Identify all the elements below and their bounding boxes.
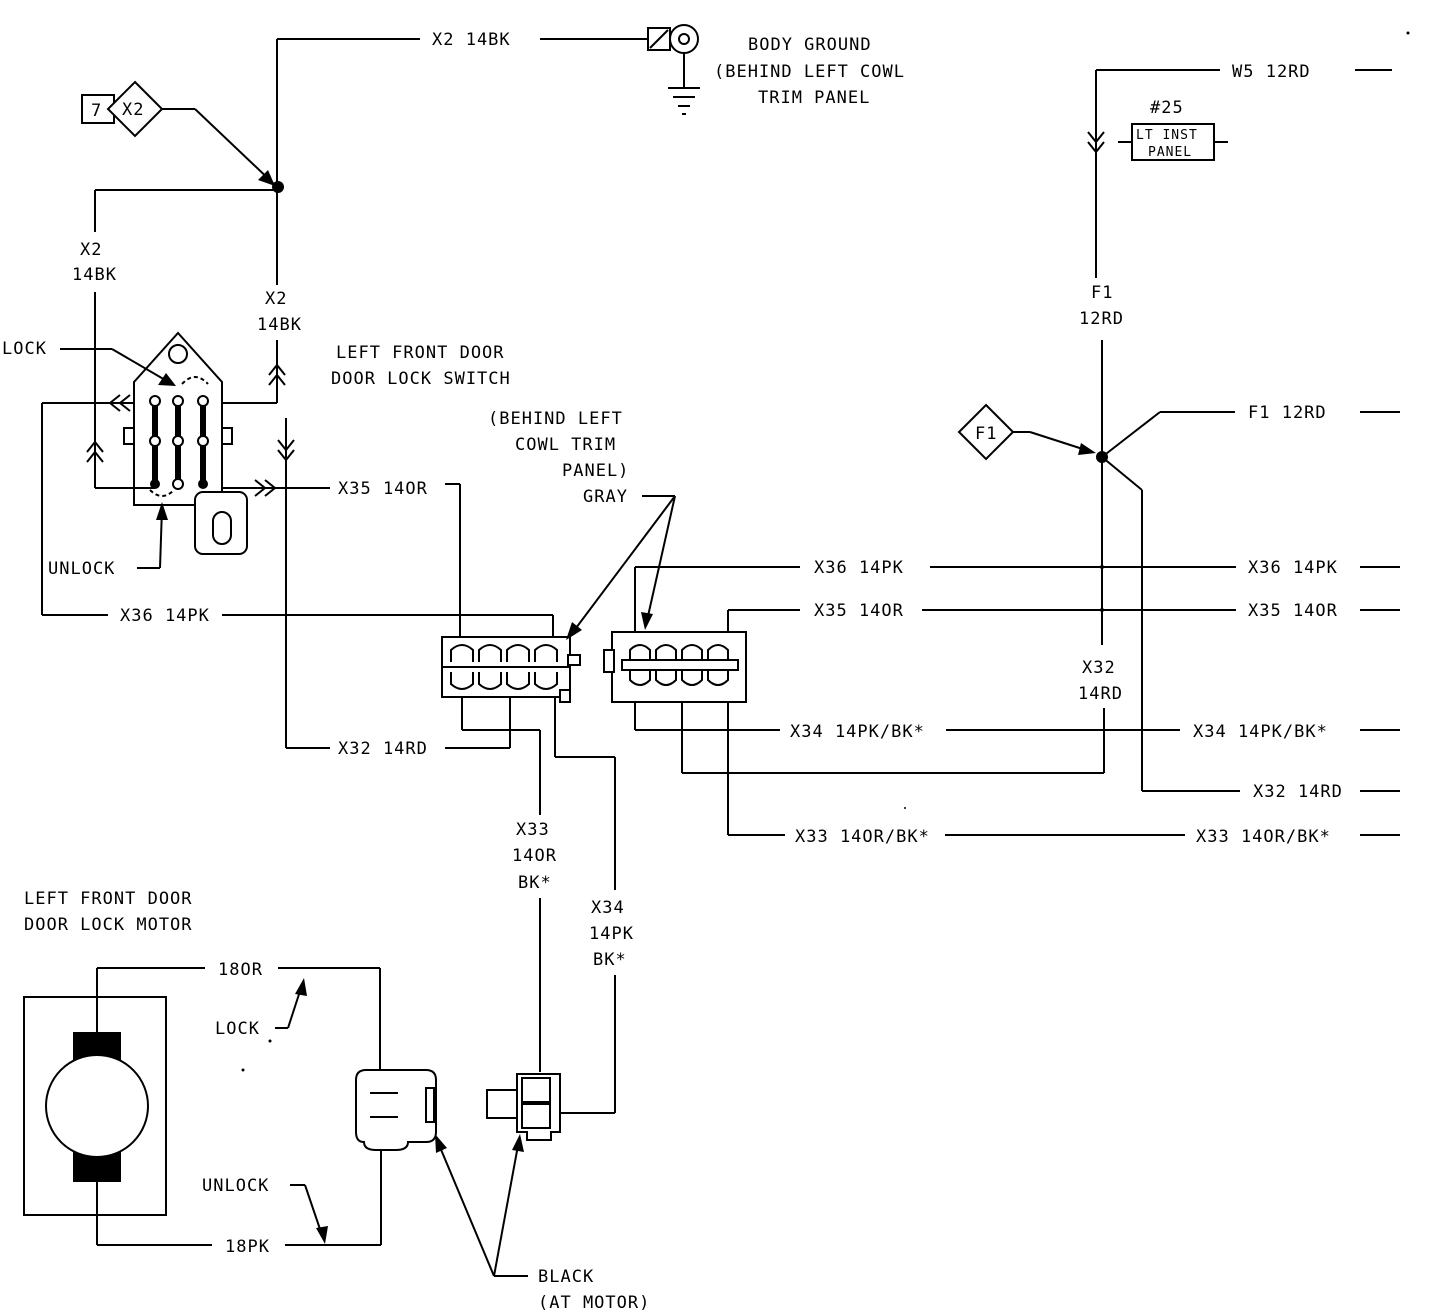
inline-connector-icon (108, 394, 131, 412)
x2-left-label-2: 14BK (72, 265, 117, 285)
connector-note-1: (BEHIND LEFT (488, 409, 623, 429)
x34-mid-label: X34 14PK/BK* (790, 722, 925, 742)
inline-connector-icon (277, 439, 295, 462)
x2-splice-dot (272, 181, 284, 193)
connector-note-2: COWL TRIM (515, 435, 616, 455)
x32-right-label: X32 14RD (1253, 782, 1343, 802)
body-ground: X2 14BK BODY GROUND (BEHIND LEFT COWL TR… (276, 24, 905, 275)
reference-diamond-label: X2 (122, 100, 144, 120)
x34-vert-label-3: BK* (593, 950, 627, 970)
motor-connector-label-2: (AT MOTOR) (538, 1293, 650, 1312)
ground-title-3: TRIM PANEL (758, 88, 870, 108)
motor-connector-2 (486, 1073, 561, 1141)
f1-vert-label-2: 12RD (1079, 309, 1124, 329)
motor-wire-top-label: 18OR (218, 960, 263, 980)
x32-vert-label-1: X32 (1082, 658, 1116, 678)
inline-connector-icon (86, 440, 104, 463)
motor-unlock-label: UNLOCK (202, 1176, 269, 1196)
motor-connector-1 (355, 1069, 437, 1151)
x32-left-label: X32 14RD (338, 739, 428, 759)
x33-mid-label: X33 14OR/BK* (795, 827, 930, 847)
switch-lock-label: LOCK (2, 339, 47, 359)
fuse-25: #25 LT INST PANEL (1118, 98, 1228, 161)
ground-title-2: (BEHIND LEFT COWL (714, 62, 905, 82)
connector-note-4: GRAY (583, 487, 628, 507)
inline-connector-icon (268, 363, 286, 386)
motor-title-1: LEFT FRONT DOOR (24, 889, 193, 909)
gray-connector-male (441, 636, 581, 703)
x32-vert-label-2: 14RD (1078, 684, 1123, 704)
x35-left-label: X35 14OR (338, 479, 428, 499)
w5-label: W5 12RD (1232, 62, 1311, 82)
motor-connector-label-1: BLACK (538, 1267, 594, 1287)
motor-lock-label: LOCK (215, 1019, 260, 1039)
x33-vert-label-3: BK* (518, 873, 552, 893)
switch-unlock-label: UNLOCK (48, 559, 115, 579)
connector-note-3: PANEL) (562, 461, 629, 481)
gray-connector-female (603, 631, 747, 703)
x34-vert-label-2: 14PK (589, 924, 634, 944)
switch-title-2: DOOR LOCK SWITCH (331, 369, 511, 389)
fuse-label-1: LT INST (1136, 128, 1198, 143)
x33-vert-label-1: X33 (516, 820, 550, 840)
door-lock-switch (95, 331, 330, 555)
inline-connector-icon (254, 479, 277, 497)
x35-right-label: X35 14OR (1248, 601, 1338, 621)
ground-title-1: BODY GROUND (748, 35, 872, 55)
x2-mid-label-1: X2 (265, 289, 287, 309)
ground-symbol-icon (668, 87, 700, 115)
fuse-label-2: PANEL (1148, 145, 1192, 160)
x34-right-label: X34 14PK/BK* (1193, 722, 1328, 742)
x36-right-label: X36 14PK (1248, 558, 1338, 578)
door-lock-motor (23, 996, 167, 1216)
motor-icon (45, 1054, 149, 1158)
f1-diamond-label: F1 (975, 424, 997, 444)
f1-right-label: F1 12RD (1248, 403, 1327, 423)
x2-mid-label-2: 14BK (257, 315, 302, 335)
x36-mid-label: X36 14PK (814, 558, 904, 578)
reference-diamond-icon (106, 80, 164, 138)
x35-mid-label: X35 14OR (814, 601, 904, 621)
f1-reference: F1 (957, 403, 1096, 461)
f1-diamond-icon (957, 403, 1015, 461)
motor-wire-bottom-label: 18PK (225, 1237, 270, 1257)
motor-title-2: DOOR LOCK MOTOR (24, 915, 193, 935)
x34-vert-label-1: X34 (591, 898, 625, 918)
x33-right-label: X33 14OR/BK* (1196, 827, 1331, 847)
fuse-number: #25 (1150, 98, 1184, 118)
x2-left-label-1: X2 (80, 240, 102, 260)
x36-left-label: X36 14PK (120, 606, 210, 626)
x2-page-reference: 7 X2 (81, 80, 276, 186)
x33-vert-label-2: 14OR (512, 846, 557, 866)
inline-connector-icon (1087, 131, 1105, 154)
reference-page-number: 7 (91, 101, 102, 121)
switch-title-1: LEFT FRONT DOOR (336, 343, 505, 363)
ground-wire-label: X2 14BK (432, 30, 511, 50)
f1-vert-label-1: F1 (1091, 283, 1113, 303)
